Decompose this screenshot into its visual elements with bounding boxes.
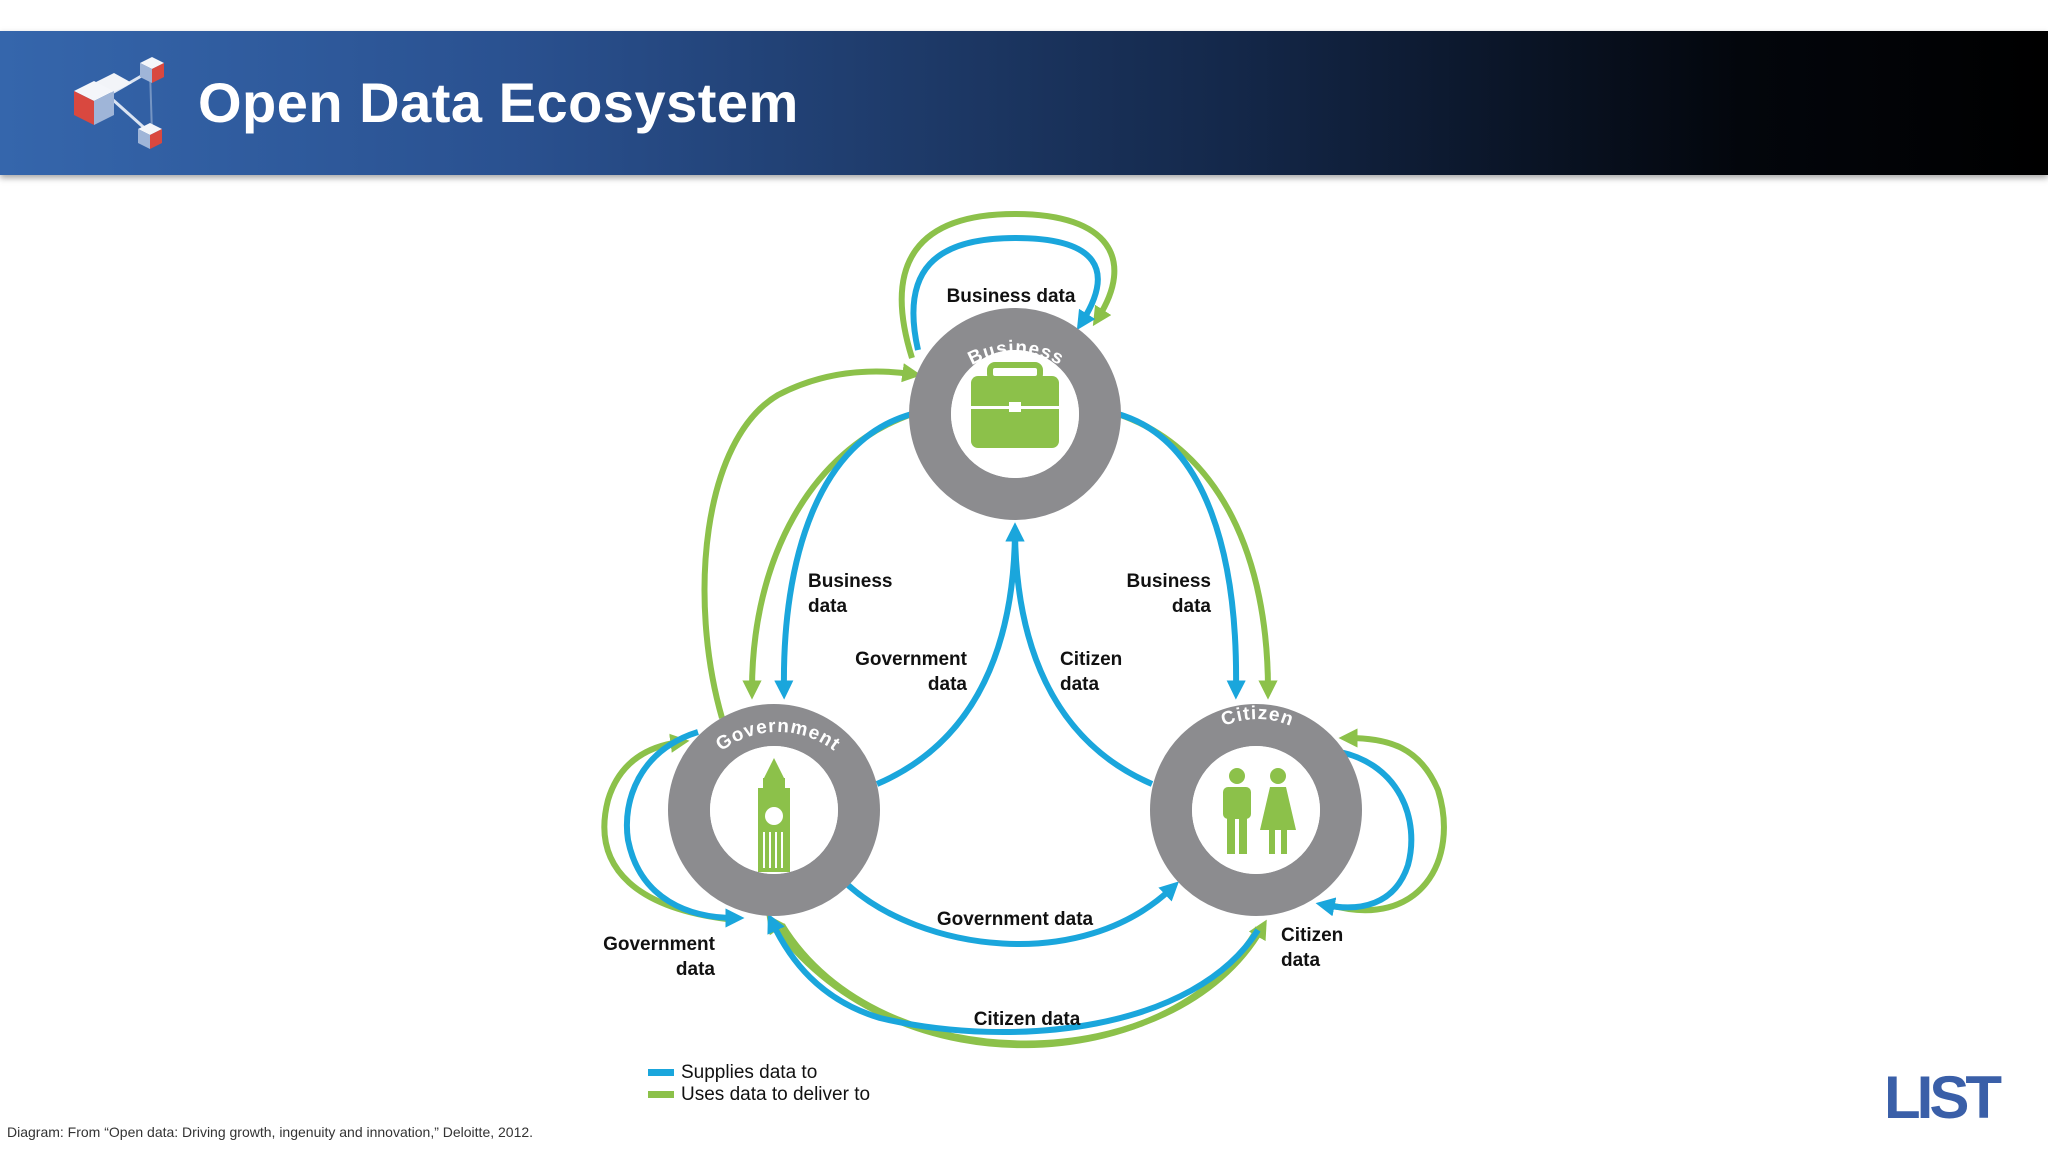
gov-self-uses-arrow bbox=[601, 733, 736, 923]
business-to-cit-uses-arrow bbox=[1117, 411, 1278, 700]
label-business-to-gov-1: Business bbox=[808, 571, 892, 592]
label-gov-to-cit: Government data bbox=[937, 909, 1094, 930]
people-icon bbox=[1223, 768, 1296, 854]
cit-to-gov-supplies-arrow bbox=[767, 913, 1261, 1036]
label-gov-self-2: data bbox=[676, 959, 716, 980]
legend-supplies-swatch bbox=[648, 1069, 674, 1076]
government-node: Government bbox=[668, 704, 880, 916]
business-node: Business bbox=[909, 308, 1121, 520]
page-title: Open Data Ecosystem bbox=[198, 71, 799, 134]
label-business-to-cit-2: data bbox=[1172, 596, 1212, 617]
network-cubes-icon bbox=[74, 57, 164, 149]
gov-to-business-uses-arrow bbox=[701, 363, 922, 719]
label-gov-to-business-1: Government bbox=[855, 649, 968, 670]
label-cit-to-gov: Citizen data bbox=[974, 1009, 1081, 1030]
label-business-to-gov-2: data bbox=[808, 596, 848, 617]
gov-to-cit-supplies-arrow bbox=[845, 881, 1179, 947]
label-cit-self-2: data bbox=[1281, 950, 1321, 971]
legend-supplies-label: Supplies data to bbox=[681, 1062, 817, 1083]
header-bar: Open Data Ecosystem bbox=[0, 31, 2048, 175]
legend-uses-swatch bbox=[648, 1091, 674, 1098]
gov-to-business-supplies-arrow bbox=[875, 522, 1025, 787]
gov-to-cit-uses-arrow bbox=[779, 919, 1267, 1047]
citizen-node: Citizen bbox=[1150, 703, 1362, 916]
business-to-cit-supplies-arrow bbox=[1117, 411, 1246, 700]
briefcase-icon bbox=[971, 362, 1059, 448]
business-self-uses-arrow bbox=[898, 210, 1118, 359]
legend: Supplies data to Uses data to deliver to bbox=[648, 1062, 870, 1105]
label-cit-to-business-2: data bbox=[1060, 674, 1100, 695]
gov-self-supplies-arrow bbox=[623, 729, 745, 928]
label-business-to-cit-1: Business bbox=[1127, 571, 1211, 592]
business-self-supplies-arrow bbox=[910, 234, 1101, 351]
cit-self-supplies-arrow bbox=[1315, 749, 1415, 917]
label-cit-to-business-1: Citizen bbox=[1060, 649, 1122, 670]
clock-tower-icon bbox=[758, 758, 790, 872]
cit-to-business-supplies-arrow bbox=[1005, 522, 1154, 787]
label-gov-to-business-2: data bbox=[928, 674, 968, 695]
label-gov-self-1: Government bbox=[603, 934, 716, 955]
cit-self-uses-arrow bbox=[1329, 728, 1447, 914]
legend-uses-label: Uses data to deliver to bbox=[681, 1084, 870, 1105]
svg-text:LIST: LIST bbox=[1884, 1066, 2001, 1124]
business-to-gov-supplies-arrow bbox=[774, 411, 913, 700]
source-citation: Diagram: From “Open data: Driving growth… bbox=[7, 1124, 534, 1140]
label-cit-self-1: Citizen bbox=[1281, 925, 1343, 946]
label-business-self: Business data bbox=[947, 286, 1076, 307]
list-logo: LIST bbox=[1884, 1066, 2005, 1124]
